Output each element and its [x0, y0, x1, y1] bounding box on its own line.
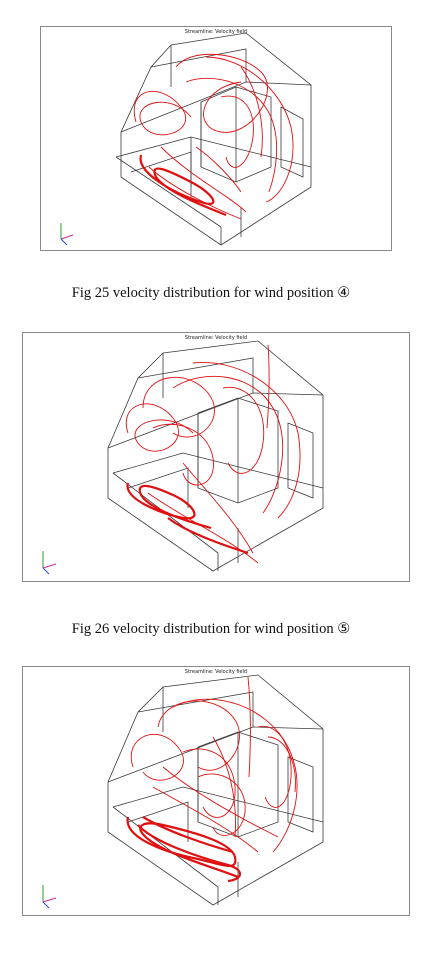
- figure-caption-1: Fig 25 velocity distribution for wind po…: [71, 285, 351, 301]
- figure-panel-2: Streamline: Velocity field: [22, 332, 410, 582]
- panel-title: Streamline: Velocity field: [184, 29, 248, 35]
- figure-panel-1: Streamline: Velocity field: [40, 26, 392, 251]
- streamline-plot-3: [42, 674, 324, 909]
- figure-caption-2: Fig 26 velocity distribution for wind po…: [71, 621, 351, 637]
- panel-title: Streamline: Velocity field: [184, 335, 248, 341]
- figure-panel-3: Streamline: Velocity field: [22, 666, 410, 916]
- axis-triad-icon: [60, 223, 74, 246]
- axis-triad-icon: [42, 551, 57, 575]
- streamline-plot-1: [60, 32, 312, 246]
- axis-triad-icon: [42, 885, 57, 909]
- streamline-plot-2: [42, 340, 324, 575]
- panel-title: Streamline: Velocity field: [184, 669, 248, 675]
